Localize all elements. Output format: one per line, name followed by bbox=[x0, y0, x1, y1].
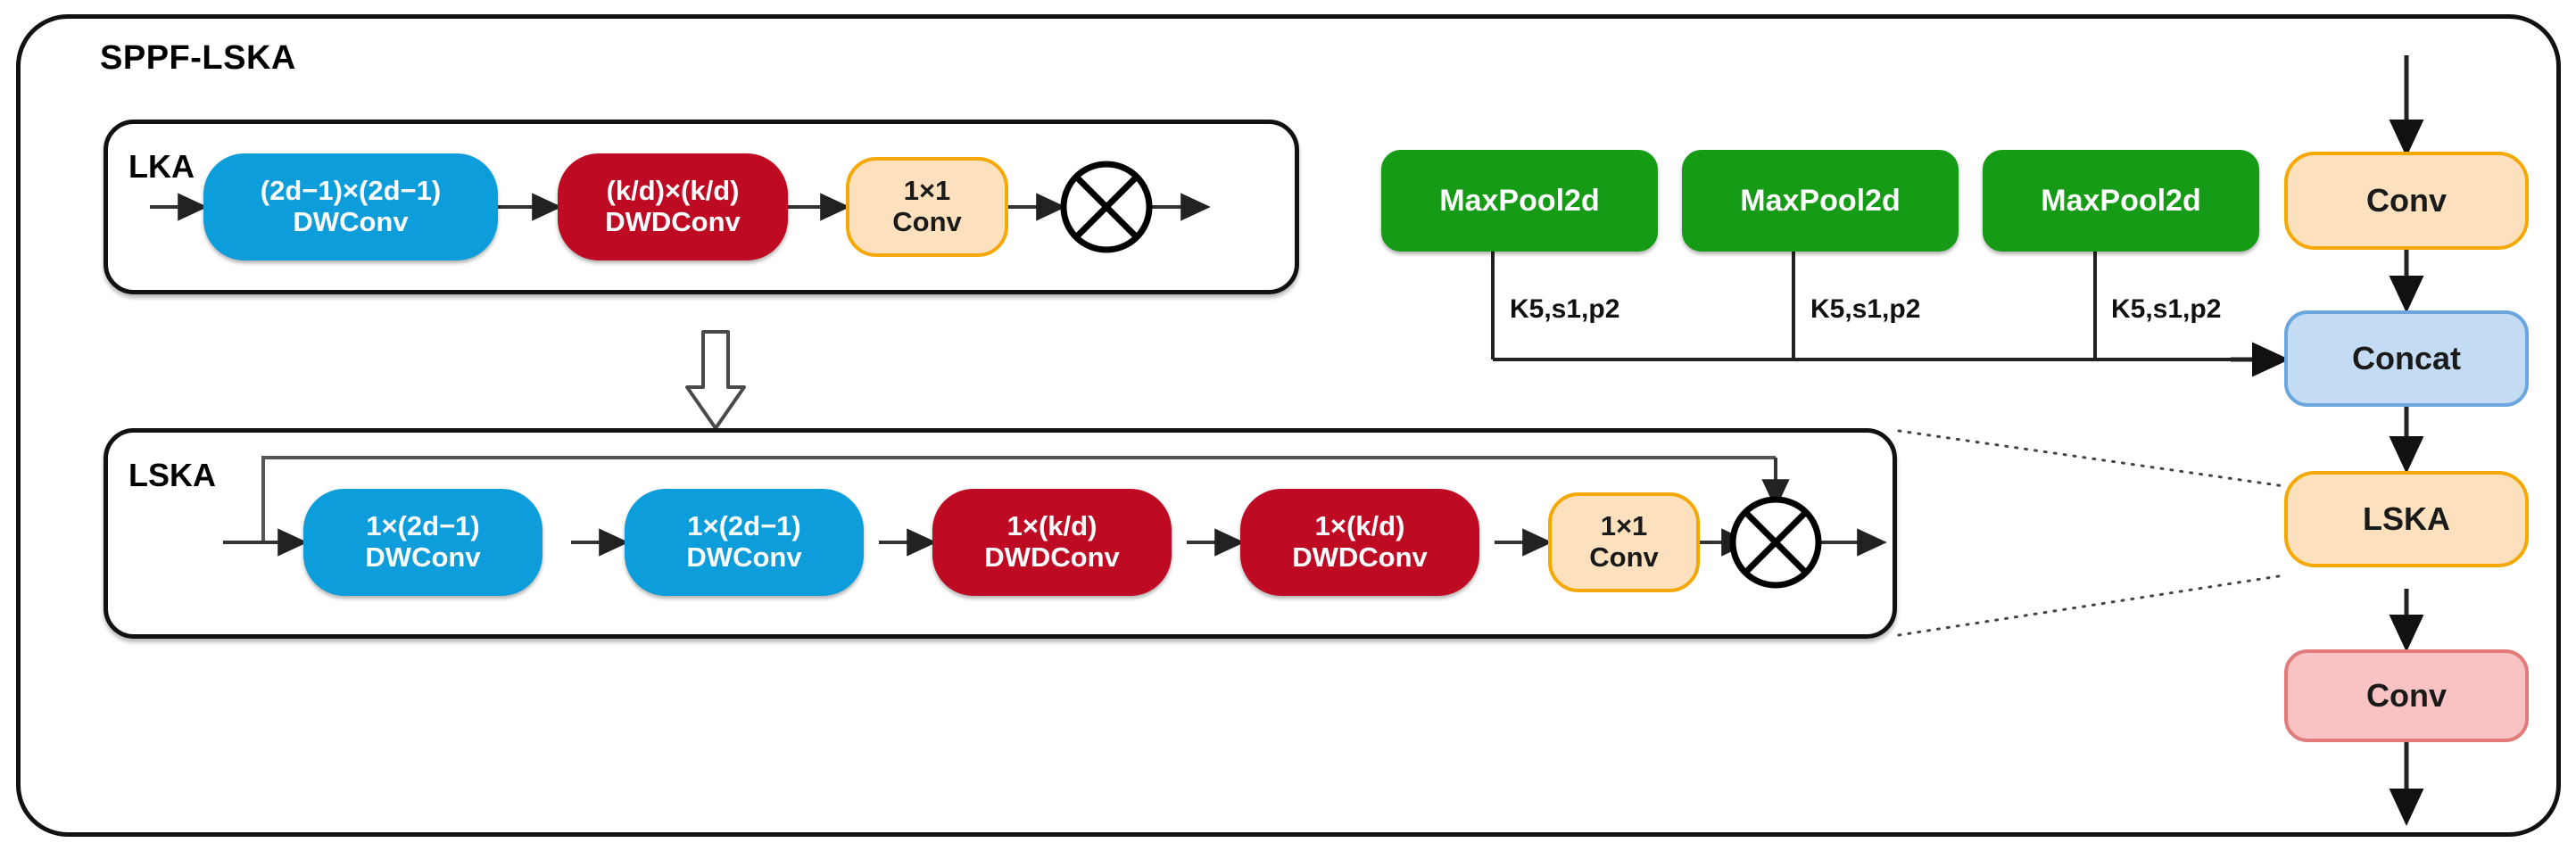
maxpool-2-node[interactable]: MaxPool2d bbox=[1682, 150, 1959, 252]
lska-block-node[interactable]: LSKA bbox=[2284, 471, 2529, 567]
maxpool-1-node[interactable]: MaxPool2d bbox=[1983, 150, 2259, 252]
maxpool-1-params: K5,s1,p2 bbox=[2111, 294, 2222, 324]
sppf-lska-container bbox=[16, 14, 2561, 837]
lska-skip-connection bbox=[261, 456, 1776, 542]
lka-conv1x1-label: Conv bbox=[892, 206, 962, 237]
conv-out-node[interactable]: Conv bbox=[2284, 649, 2529, 742]
maxpool-3-params: K5,s1,p2 bbox=[1510, 294, 1620, 324]
lska-dwdconv-2-node[interactable]: 1×(k/d) DWDConv bbox=[1240, 489, 1479, 596]
lska-dwdconv-2-kernel: 1×(k/d) bbox=[1314, 510, 1405, 542]
lska-dwdconv-1-node[interactable]: 1×(k/d) DWDConv bbox=[932, 489, 1172, 596]
lska-dwconv-2-kernel: 1×(2d−1) bbox=[687, 510, 801, 542]
transform-down-arrow bbox=[685, 330, 746, 430]
conv-in-label: Conv bbox=[2366, 181, 2447, 219]
lka-group-box bbox=[104, 120, 1299, 294]
lska-group-title: LSKA bbox=[128, 457, 216, 493]
lska-conv1x1-kernel: 1×1 bbox=[1600, 510, 1648, 542]
lka-multiply-icon bbox=[1060, 161, 1153, 253]
maxpool-1-label: MaxPool2d bbox=[2041, 183, 2201, 218]
maxpool-2-params: K5,s1,p2 bbox=[1810, 294, 1921, 324]
conv-in-node[interactable]: Conv bbox=[2284, 152, 2529, 250]
lska-dwdconv-1-kernel: 1×(k/d) bbox=[1006, 510, 1097, 542]
maxpool-2-label: MaxPool2d bbox=[1740, 183, 1901, 218]
concat-node[interactable]: Concat bbox=[2284, 310, 2529, 407]
maxpool-to-concat-lines bbox=[1491, 252, 2097, 359]
page-title: SPPF-LSKA bbox=[100, 39, 296, 77]
lka-dwconv-kernel: (2d−1)×(2d−1) bbox=[260, 175, 442, 207]
conv-out-label: Conv bbox=[2366, 676, 2447, 714]
lska-conv1x1-label: Conv bbox=[1589, 541, 1659, 573]
lka-dwdconv-kernel: (k/d)×(k/d) bbox=[606, 175, 740, 207]
lska-dwdconv-2-label: DWDConv bbox=[1292, 541, 1428, 573]
lska-group-box bbox=[104, 428, 1897, 639]
lka-dwconv-label: DWConv bbox=[293, 206, 409, 237]
lka-dwdconv-label: DWDConv bbox=[605, 206, 741, 237]
maxpool-3-node[interactable]: MaxPool2d bbox=[1381, 150, 1658, 252]
lska-multiply-icon bbox=[1729, 496, 1822, 589]
lka-dwdconv-node[interactable]: (k/d)×(k/d) DWDConv bbox=[558, 153, 788, 260]
lka-group-title: LKA bbox=[128, 148, 195, 185]
lska-dwconv-1-kernel: 1×(2d−1) bbox=[366, 510, 480, 542]
lska-dwdconv-1-label: DWDConv bbox=[984, 541, 1120, 573]
lska-dwconv-1-label: DWConv bbox=[365, 541, 481, 573]
lka-conv1x1-node[interactable]: 1×1 Conv bbox=[846, 157, 1008, 257]
lska-dwconv-2-node[interactable]: 1×(2d−1) DWConv bbox=[625, 489, 864, 596]
lska-callout-dotted-lines bbox=[1897, 429, 2286, 637]
concat-label: Concat bbox=[2351, 339, 2461, 376]
lska-block-label: LSKA bbox=[2363, 500, 2450, 537]
lka-dwconv-node[interactable]: (2d−1)×(2d−1) DWConv bbox=[203, 153, 498, 260]
lska-dwconv-1-node[interactable]: 1×(2d−1) DWConv bbox=[303, 489, 543, 596]
lska-dwconv-2-label: DWConv bbox=[686, 541, 802, 573]
lka-conv1x1-kernel: 1×1 bbox=[903, 175, 951, 207]
lska-conv1x1-node[interactable]: 1×1 Conv bbox=[1548, 492, 1700, 592]
maxpool-3-label: MaxPool2d bbox=[1439, 183, 1600, 218]
